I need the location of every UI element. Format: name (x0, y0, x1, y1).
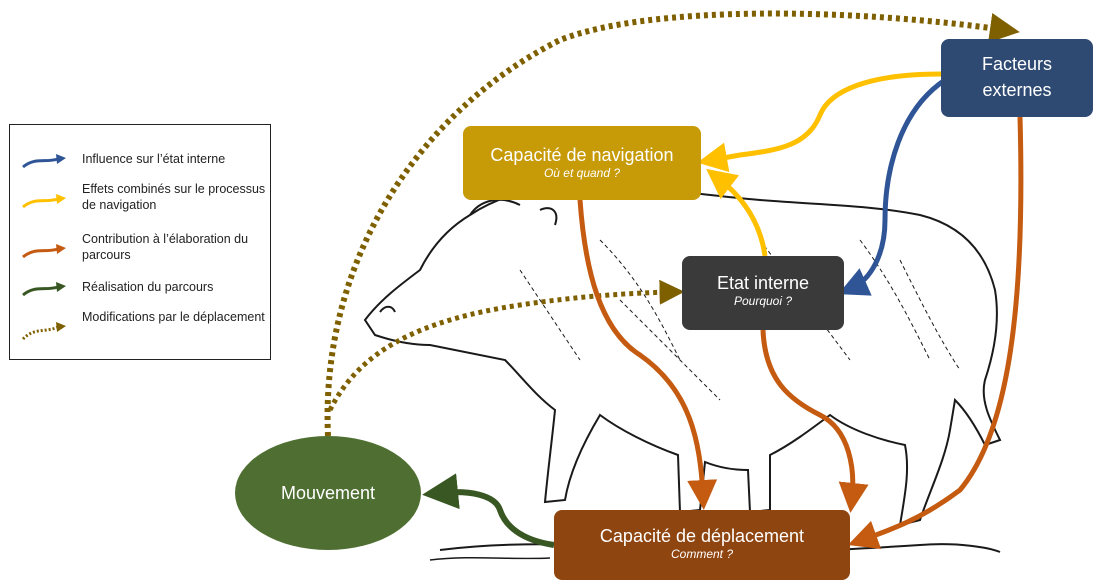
node-title: Capacité de navigation (490, 145, 674, 165)
node-title: Mouvement (280, 482, 376, 503)
legend-label: Réalisation du parcours (82, 280, 214, 294)
legend-label: Effets combinés sur le processus de navi… (82, 182, 266, 212)
arrow-etat-to-deplacement (760, 329, 869, 513)
node-subtitle: Où et quand ? (543, 166, 621, 180)
node-title: Capacité de déplacement (599, 526, 805, 546)
node-capacite-navigation: Capacité de navigation Où et quand ? (463, 126, 701, 200)
legend: Influence sur l’état interne Effets comb… (9, 124, 271, 360)
arrow-deplacement-to-mouvement (422, 473, 555, 548)
node-capacite-deplacement: Capacité de déplacement Comment ? (554, 510, 850, 580)
legend-label: Contribution à l’élaboration du parcours (82, 232, 249, 262)
legend-item-green: Réalisation du parcours (18, 275, 268, 309)
legend-arrow-orange-icon (22, 244, 66, 259)
arrow-navigation-to-deplacement (577, 199, 718, 510)
legend-arrow-dotted-icon (21, 322, 66, 341)
arrow-facteurs-to-navigation-yellow (697, 71, 942, 173)
legend-label: Modifications par le déplacement (82, 310, 265, 324)
legend-arrow-green-icon (22, 282, 66, 297)
legend-arrow-blue-icon (22, 154, 66, 169)
arrow-mouvement-to-etat (327, 279, 685, 412)
legend-arrow-yellow-icon (22, 194, 66, 209)
legend-item-yellow: Effets combinés sur le processus de navi… (18, 181, 268, 215)
node-title-line1: Facteurs (981, 54, 1053, 74)
legend-item-blue: Influence sur l’état interne (18, 147, 268, 181)
legend-item-dotted: Modifications par le déplacement (18, 309, 268, 343)
node-subtitle: Pourquoi ? (733, 294, 793, 308)
node-title-line2: externes (982, 80, 1052, 100)
wild-boar-illustration (363, 183, 1002, 561)
node-etat-interne: Etat interne Pourquoi ? (682, 256, 844, 330)
node-subtitle: Comment ? (670, 547, 734, 561)
node-facteurs-externes: Facteurs externes (941, 39, 1093, 117)
node-mouvement: Mouvement (235, 436, 421, 550)
arrow-facteurs-to-deplacement (847, 116, 1024, 550)
arrow-facteurs-to-etat-blue (838, 77, 947, 296)
legend-label: Influence sur l’état interne (82, 152, 226, 166)
arrow-etat-to-navigation-yellow (706, 168, 768, 257)
legend-item-orange: Contribution à l’élaboration du parcours (18, 231, 268, 265)
node-title: Etat interne (716, 273, 810, 293)
